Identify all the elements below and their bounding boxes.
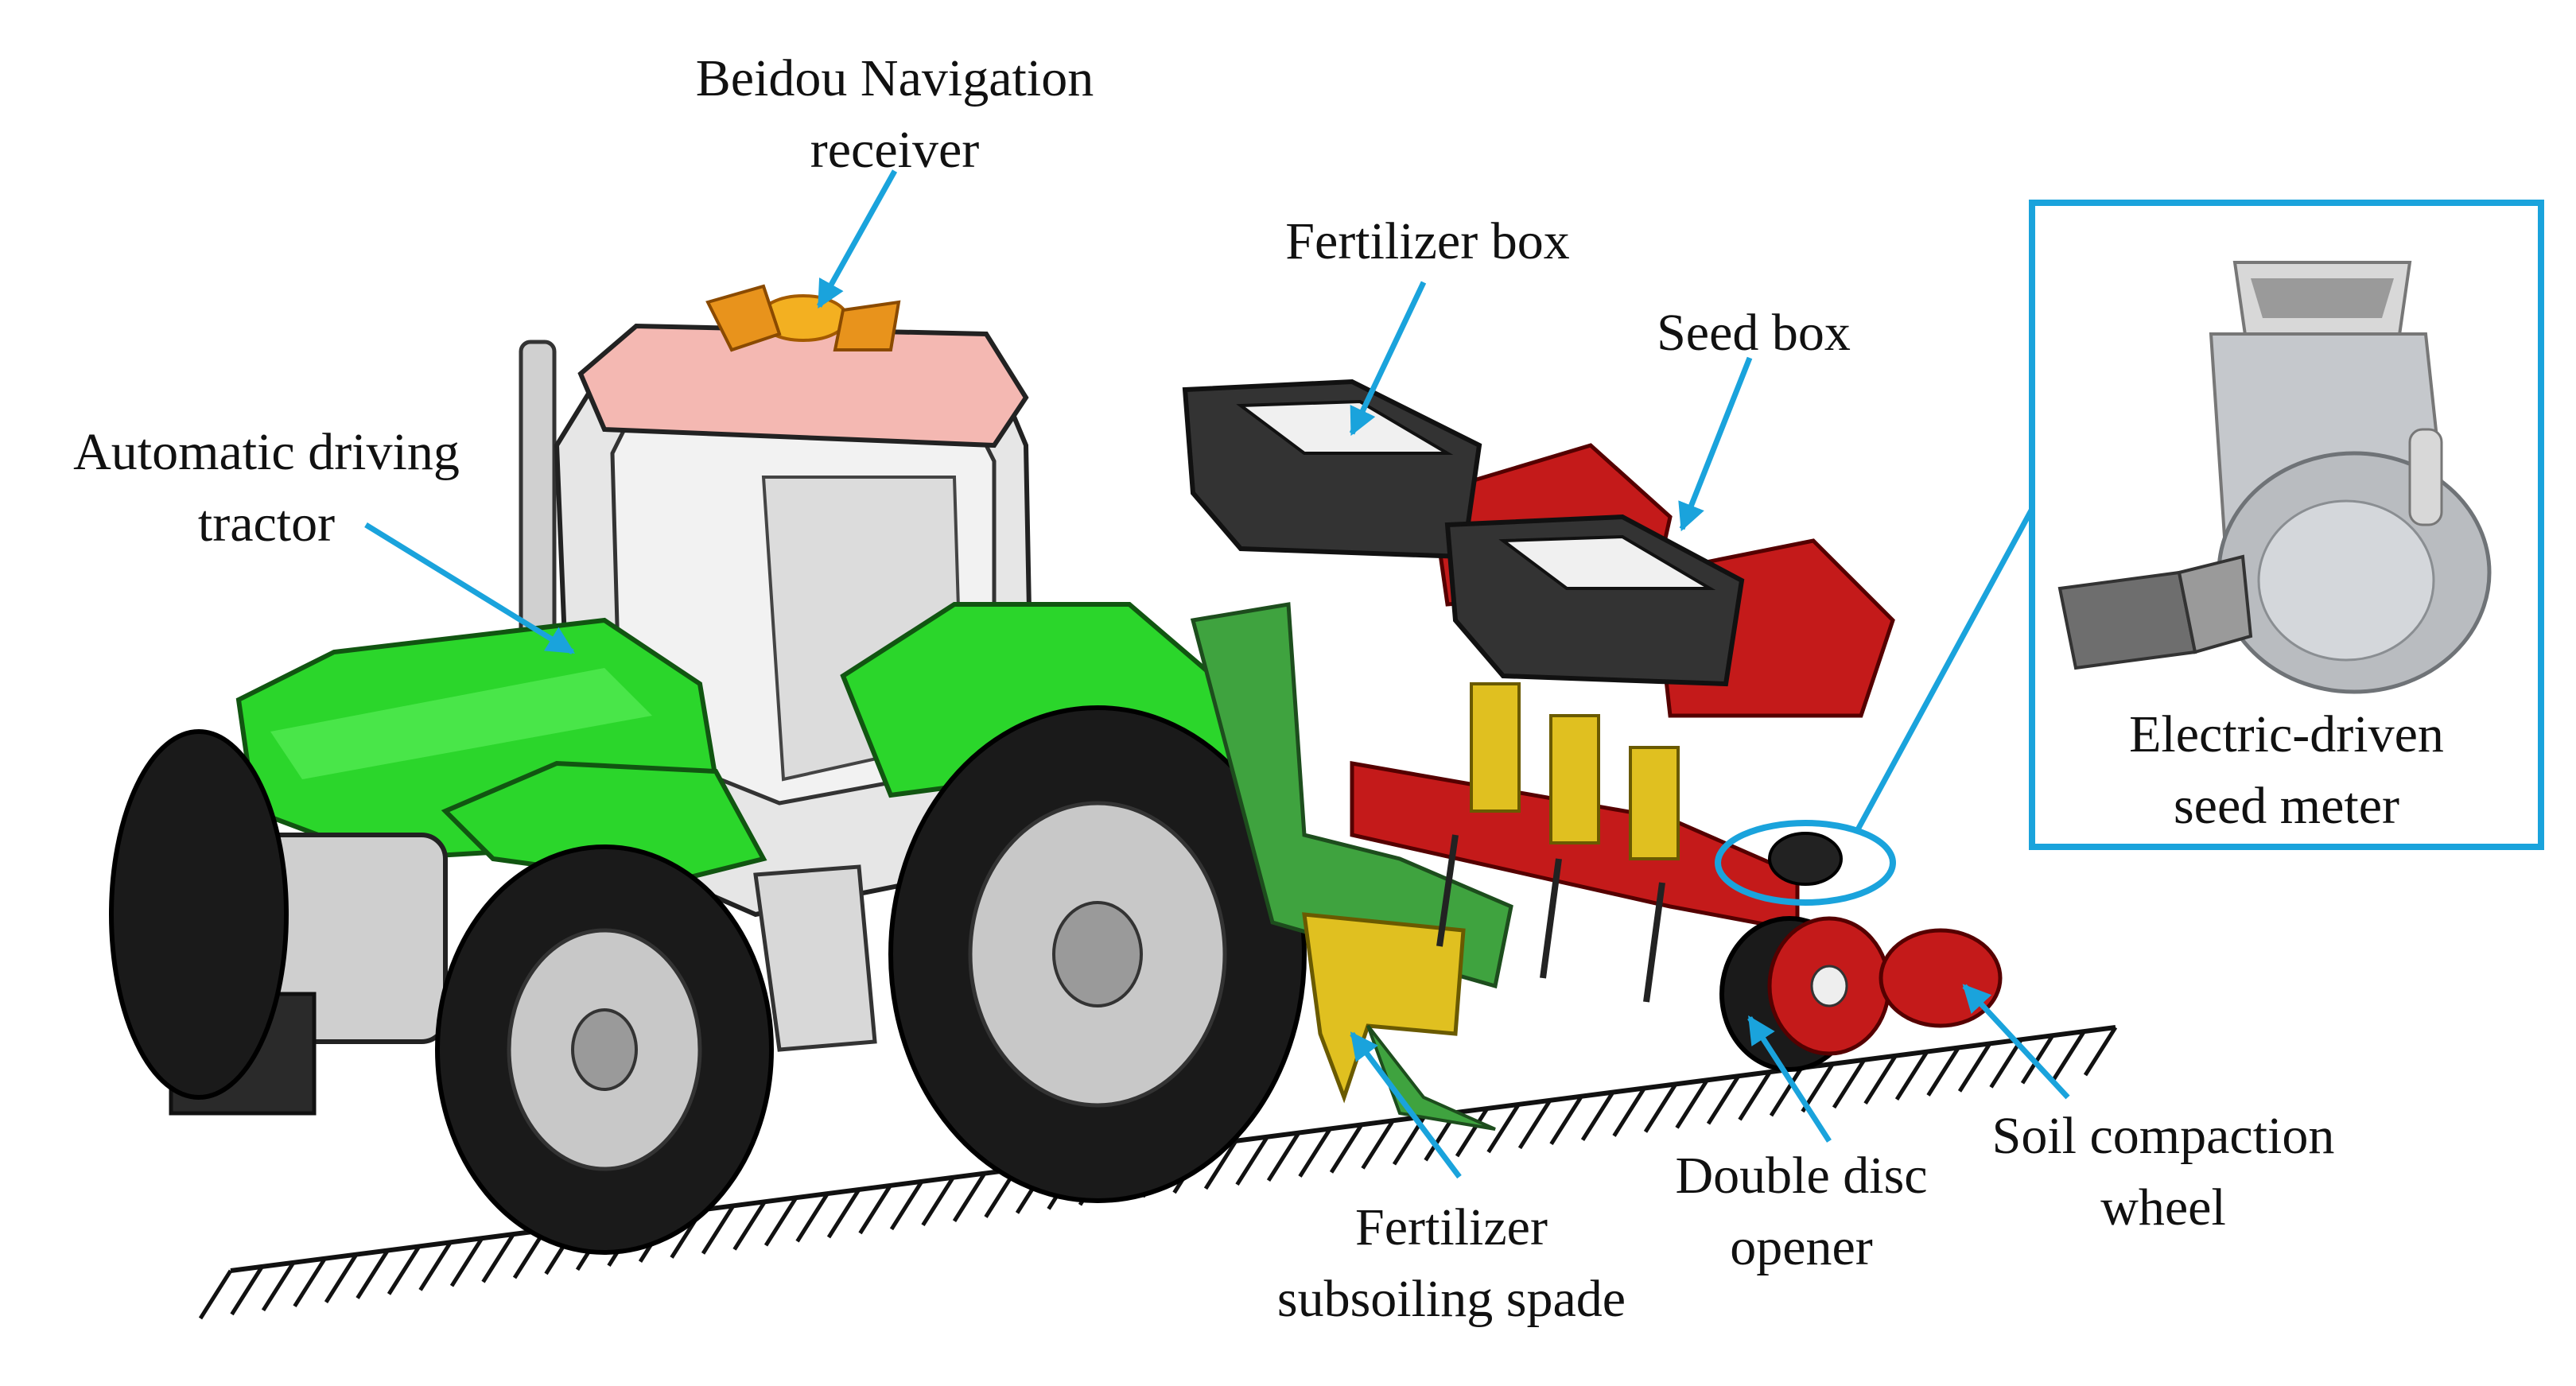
label-fertilizer-spade-line1: Fertilizer: [1355, 1198, 1548, 1256]
ground-hatch: [1549, 1095, 1583, 1146]
ground-hatch: [1235, 1136, 1269, 1186]
ground-hatch: [449, 1237, 484, 1287]
tractor-illustration: [109, 284, 1307, 1255]
leader-fertilizer-box: [1349, 281, 1427, 437]
ground-hatch: [1298, 1128, 1332, 1178]
label-beidou-line2: receiver: [810, 121, 979, 179]
label-seed-box: Seed box: [1657, 304, 1851, 362]
ground-hatch: [1643, 1083, 1678, 1133]
ground-hatch: [1517, 1099, 1552, 1150]
ground-hatch: [826, 1188, 861, 1239]
ground-hatch: [1329, 1124, 1364, 1174]
ground-hatch: [2052, 1030, 2086, 1081]
ground-hatch: [230, 1265, 264, 1316]
label-soil-wheel-line1: Soil compaction: [1992, 1107, 2335, 1165]
ground-hatch: [701, 1205, 736, 1255]
leader-seed-box: [1678, 356, 1753, 532]
ground-hatch: [1486, 1103, 1521, 1154]
ground-hatch: [2020, 1034, 2055, 1085]
ground-hatch: [2083, 1026, 2118, 1077]
label-tractor-line1: Automatic driving: [73, 423, 460, 481]
ground-hatch: [795, 1192, 830, 1243]
ground-hatch: [198, 1269, 233, 1320]
label-seed-meter-line2: seed meter: [2174, 777, 2399, 835]
ground-hatch: [889, 1180, 924, 1231]
seed-meter-inset: [2029, 200, 2544, 850]
ground-hatch: [858, 1184, 892, 1235]
labels: Beidou Navigation receiver Automatic dri…: [73, 49, 2444, 1328]
label-double-disc-line1: Double disc: [1675, 1147, 1927, 1205]
ground-hatch: [1894, 1050, 1929, 1101]
ground-hatch: [387, 1245, 422, 1295]
label-double-disc-line2: opener: [1730, 1218, 1873, 1276]
ground-hatch: [921, 1176, 955, 1227]
ground-hatch: [763, 1196, 798, 1247]
ground-hatch: [952, 1172, 987, 1222]
leader-lines: [364, 169, 2070, 1179]
leader-soil-wheel: [1962, 984, 2070, 1100]
label-fertilizer-box: Fertilizer box: [1285, 212, 1569, 270]
ground-hatch: [1675, 1078, 1709, 1129]
leader-fertilizer-spade: [1350, 1031, 1462, 1179]
ground-hatch: [1266, 1132, 1301, 1182]
ground-hatch: [293, 1257, 327, 1308]
ground-hatch: [732, 1200, 767, 1251]
leader-double-disc: [1747, 1015, 1832, 1143]
planter-illustration: [1182, 379, 2003, 1131]
ground-hatch: [1738, 1070, 1772, 1121]
ground-hatch: [481, 1233, 515, 1283]
label-seed-meter-line1: Electric-driven: [2129, 705, 2444, 763]
ground-hatch: [1580, 1091, 1615, 1141]
ground-hatch: [1926, 1046, 1960, 1097]
ground-hatch: [1455, 1107, 1490, 1158]
ground-hatch: [1989, 1038, 2023, 1089]
label-beidou-line1: Beidou Navigation: [696, 49, 1094, 107]
ground-hatch: [1612, 1087, 1646, 1137]
ground-hatch: [1769, 1066, 1804, 1117]
label-fertilizer-spade-line2: subsoiling spade: [1277, 1270, 1626, 1328]
ground-hatch: [418, 1240, 453, 1291]
ground-hatch: [356, 1249, 390, 1299]
label-tractor-line2: tractor: [198, 495, 335, 553]
label-soil-wheel-line2: wheel: [2100, 1178, 2226, 1237]
ground-hatch: [1706, 1074, 1741, 1125]
ground-hatch: [1832, 1058, 1867, 1109]
ground-hatch: [1957, 1042, 1992, 1093]
ground-hatch: [261, 1261, 296, 1312]
ground-hatch: [1203, 1139, 1238, 1190]
leader-tractor: [364, 522, 575, 654]
leader-seed-meter: [1854, 507, 2035, 833]
ground-hatch: [324, 1253, 359, 1303]
seed-meter-highlight: [1715, 820, 1896, 906]
ground-hatch: [1361, 1119, 1395, 1170]
leader-beidou: [816, 169, 898, 309]
ground-hatch: [1863, 1054, 1898, 1105]
